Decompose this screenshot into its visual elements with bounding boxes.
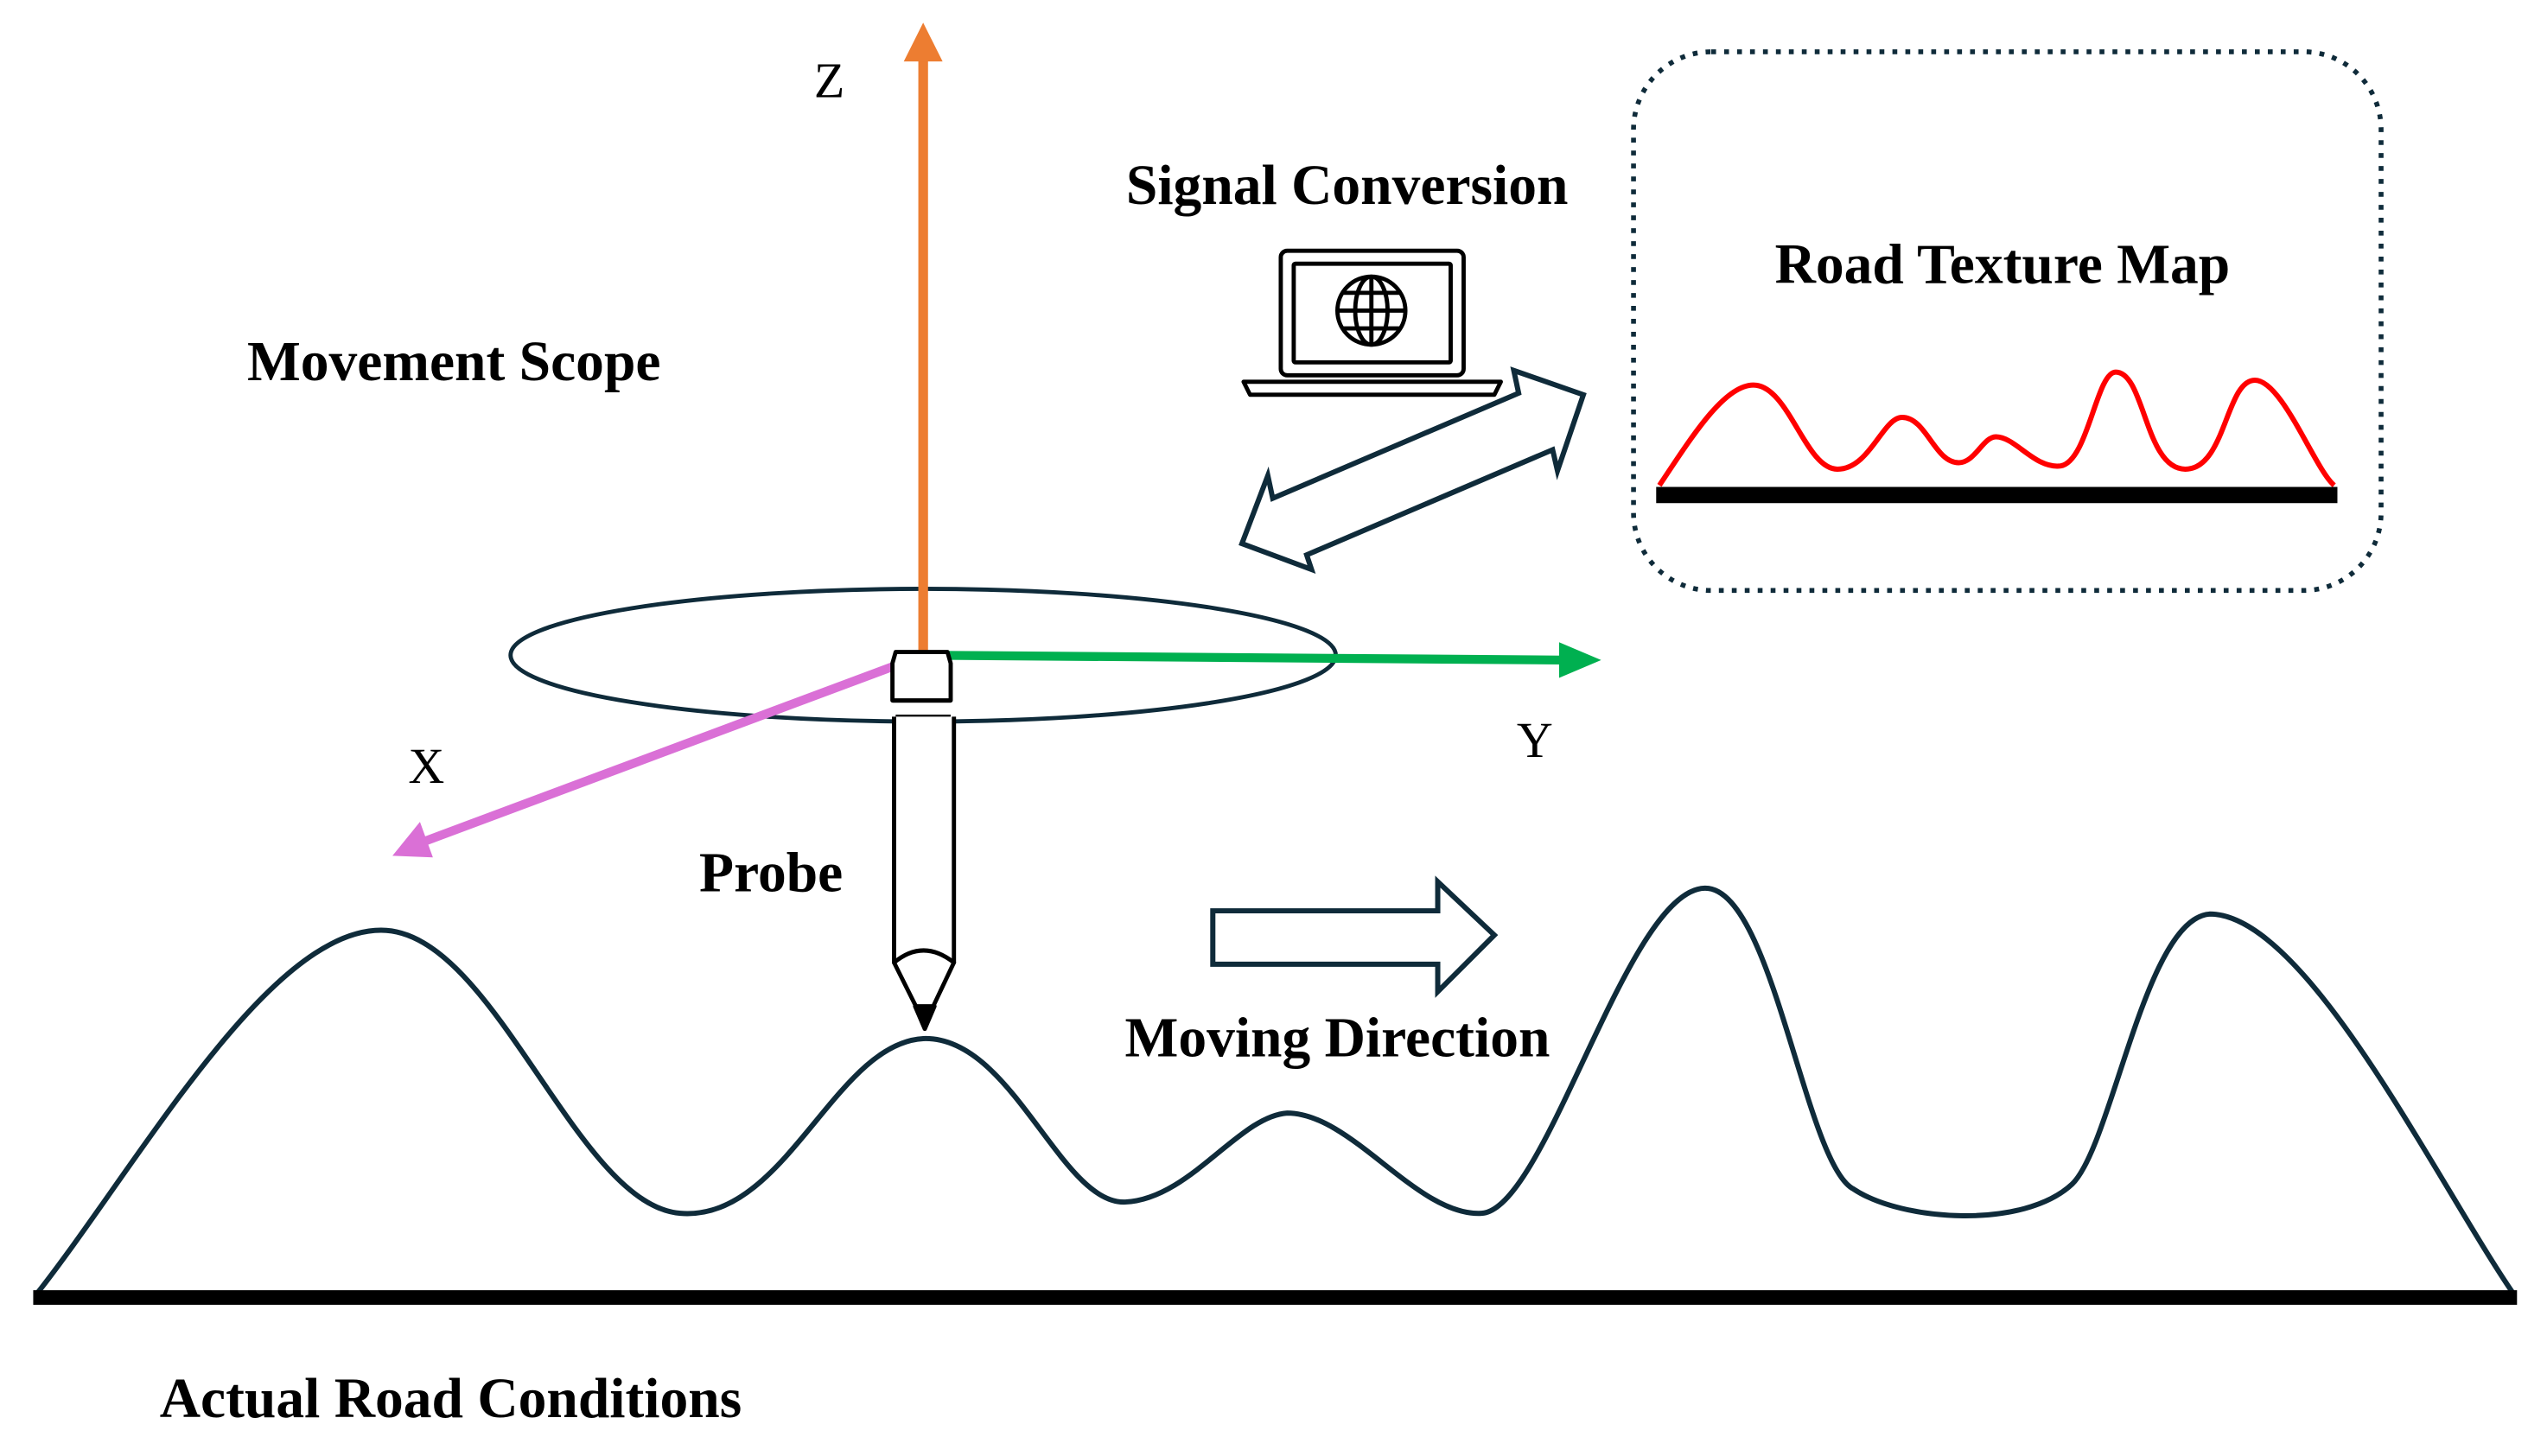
z-axis-arrow xyxy=(903,22,943,656)
right-block-arrow-icon xyxy=(1210,875,1499,998)
road-texture-map-box xyxy=(1631,49,2384,594)
signal-conversion-label: Signal Conversion xyxy=(1126,155,1569,217)
y-axis-label: Y xyxy=(1517,712,1553,768)
laptop-globe-icon xyxy=(1241,248,1503,397)
z-axis-label: Z xyxy=(814,52,844,108)
y-axis-arrow xyxy=(923,642,1601,678)
road-texture-curve xyxy=(1657,369,2336,487)
actual-road-profile xyxy=(34,885,2517,1296)
moving-direction-label: Moving Direction xyxy=(1124,1008,1550,1070)
x-axis-arrow xyxy=(392,651,925,858)
probe-label: Probe xyxy=(699,842,843,905)
pencil-probe-icon xyxy=(890,650,957,1032)
actual-road-conditions-label: Actual Road Conditions xyxy=(160,1368,742,1430)
x-axis-label: X xyxy=(408,738,444,794)
movement-scope-label: Movement Scope xyxy=(247,331,661,393)
double-headed-arrow-icon xyxy=(1238,366,1587,575)
road-texture-map-title: Road Texture Map xyxy=(1775,234,2231,296)
